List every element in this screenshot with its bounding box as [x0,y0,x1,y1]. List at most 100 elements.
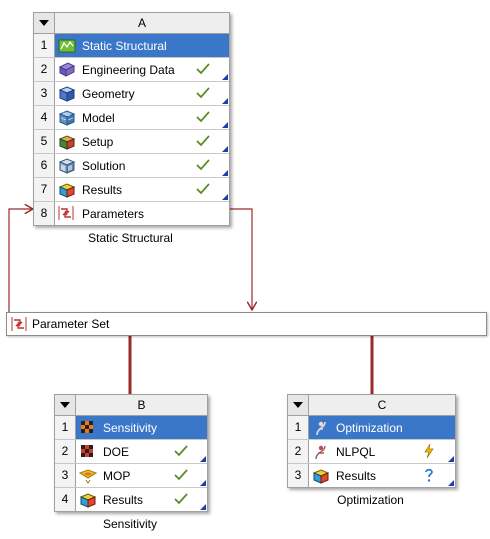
cell-results[interactable]: Results [55,178,229,201]
cell-menu-corner[interactable] [222,122,228,128]
cell-label: Engineering Data [82,62,175,77]
optimization-icon [312,419,330,437]
model-icon [58,109,76,127]
cell-row[interactable]: 4 Model [34,106,229,130]
system-letter: B [137,398,146,412]
row-number: 3 [288,464,309,487]
system-caption: Optimization [337,493,404,507]
link-param-set-to-parameters [8,209,33,312]
cell-row[interactable]: 2 NLPQL [288,440,455,464]
parameter-set-bar[interactable]: Parameter Set [6,312,487,336]
cell-menu-corner[interactable] [200,480,206,486]
setup-icon [58,133,76,151]
up-to-date-status-icon [195,157,211,173]
results-icon [312,467,330,485]
link-parameters-to-param-set [229,208,252,310]
cell-setup[interactable]: Setup [55,130,229,153]
up-to-date-status-icon [195,109,211,125]
system-c[interactable]: C 1 Optimization 2 NLPQL 3 Results [287,394,456,488]
up-to-date-status-icon [195,61,211,77]
cell-label: Optimization [336,420,403,435]
up-to-date-status-icon [173,443,189,459]
system-menu-button[interactable] [288,395,309,415]
cell-label: DOE [103,444,130,459]
cell-menu-corner[interactable] [200,504,206,510]
cell-label: Model [82,110,115,125]
chevron-down-icon [39,20,49,26]
row-number: 1 [34,34,55,57]
cell-results[interactable]: Results [76,488,207,511]
results-icon [79,491,97,509]
parameter-set-label: Parameter Set [32,317,110,331]
row-number: 2 [34,58,55,81]
cell-results[interactable]: Results [309,464,455,487]
sensitivity-icon [79,419,97,437]
unfulfilled-status-icon [421,467,437,483]
cell-row[interactable]: 2 Engineering Data [34,58,229,82]
up-to-date-status-icon [173,467,189,483]
system-menu-button[interactable] [34,13,55,33]
row-number: 1 [288,416,309,439]
cell-row[interactable]: 5 Setup [34,130,229,154]
cell-solution[interactable]: Solution [55,154,229,177]
doe-icon [79,443,97,461]
solution-icon [58,157,76,175]
system-menu-button[interactable] [55,395,76,415]
cell-nlpql[interactable]: NLPQL [309,440,455,463]
cell-static-structural[interactable]: Static Structural [55,34,229,57]
row-number: 4 [55,488,76,511]
row-number: 1 [55,416,76,439]
cell-label: MOP [103,468,131,483]
cell-label: NLPQL [336,444,376,459]
cell-row[interactable]: 1 Optimization [288,416,455,440]
row-number: 4 [34,106,55,129]
cell-engineering-data[interactable]: Engineering Data [55,58,229,81]
cell-optimization[interactable]: Optimization [309,416,455,439]
chevron-down-icon [293,402,303,408]
cell-doe[interactable]: DOE [76,440,207,463]
cell-model[interactable]: Model [55,106,229,129]
cell-label: Geometry [82,86,135,101]
cell-parameters[interactable]: Parameters [55,202,229,225]
geometry-icon [58,85,76,103]
row-number: 2 [288,440,309,463]
cell-menu-corner[interactable] [448,456,454,462]
cell-row[interactable]: 3 MOP [55,464,207,488]
update-required-status-icon [421,443,437,459]
cell-menu-corner[interactable] [222,98,228,104]
cell-menu-corner[interactable] [222,194,228,200]
system-header: C [288,395,455,416]
cell-mop[interactable]: MOP [76,464,207,487]
nlpql-icon [312,443,330,461]
row-number: 5 [34,130,55,153]
system-letter: C [377,398,387,412]
cell-menu-corner[interactable] [200,456,206,462]
results-icon [58,181,76,199]
cell-menu-corner[interactable] [222,74,228,80]
parameter-set-icon [10,315,28,333]
cell-sensitivity[interactable]: Sensitivity [76,416,207,439]
cell-menu-corner[interactable] [222,146,228,152]
cell-label: Results [336,468,377,483]
row-number: 3 [55,464,76,487]
up-to-date-status-icon [195,133,211,149]
cell-label: Results [103,492,144,507]
cell-menu-corner[interactable] [448,480,454,486]
cell-row[interactable]: 3 Results [288,464,455,487]
engineering-data-icon [58,61,76,79]
row-number: 6 [34,154,55,177]
cell-row[interactable]: 4 Results [55,488,207,511]
cell-label: Setup [82,134,114,149]
cell-geometry[interactable]: Geometry [55,82,229,105]
up-to-date-status-icon [195,85,211,101]
cell-menu-corner[interactable] [222,170,228,176]
